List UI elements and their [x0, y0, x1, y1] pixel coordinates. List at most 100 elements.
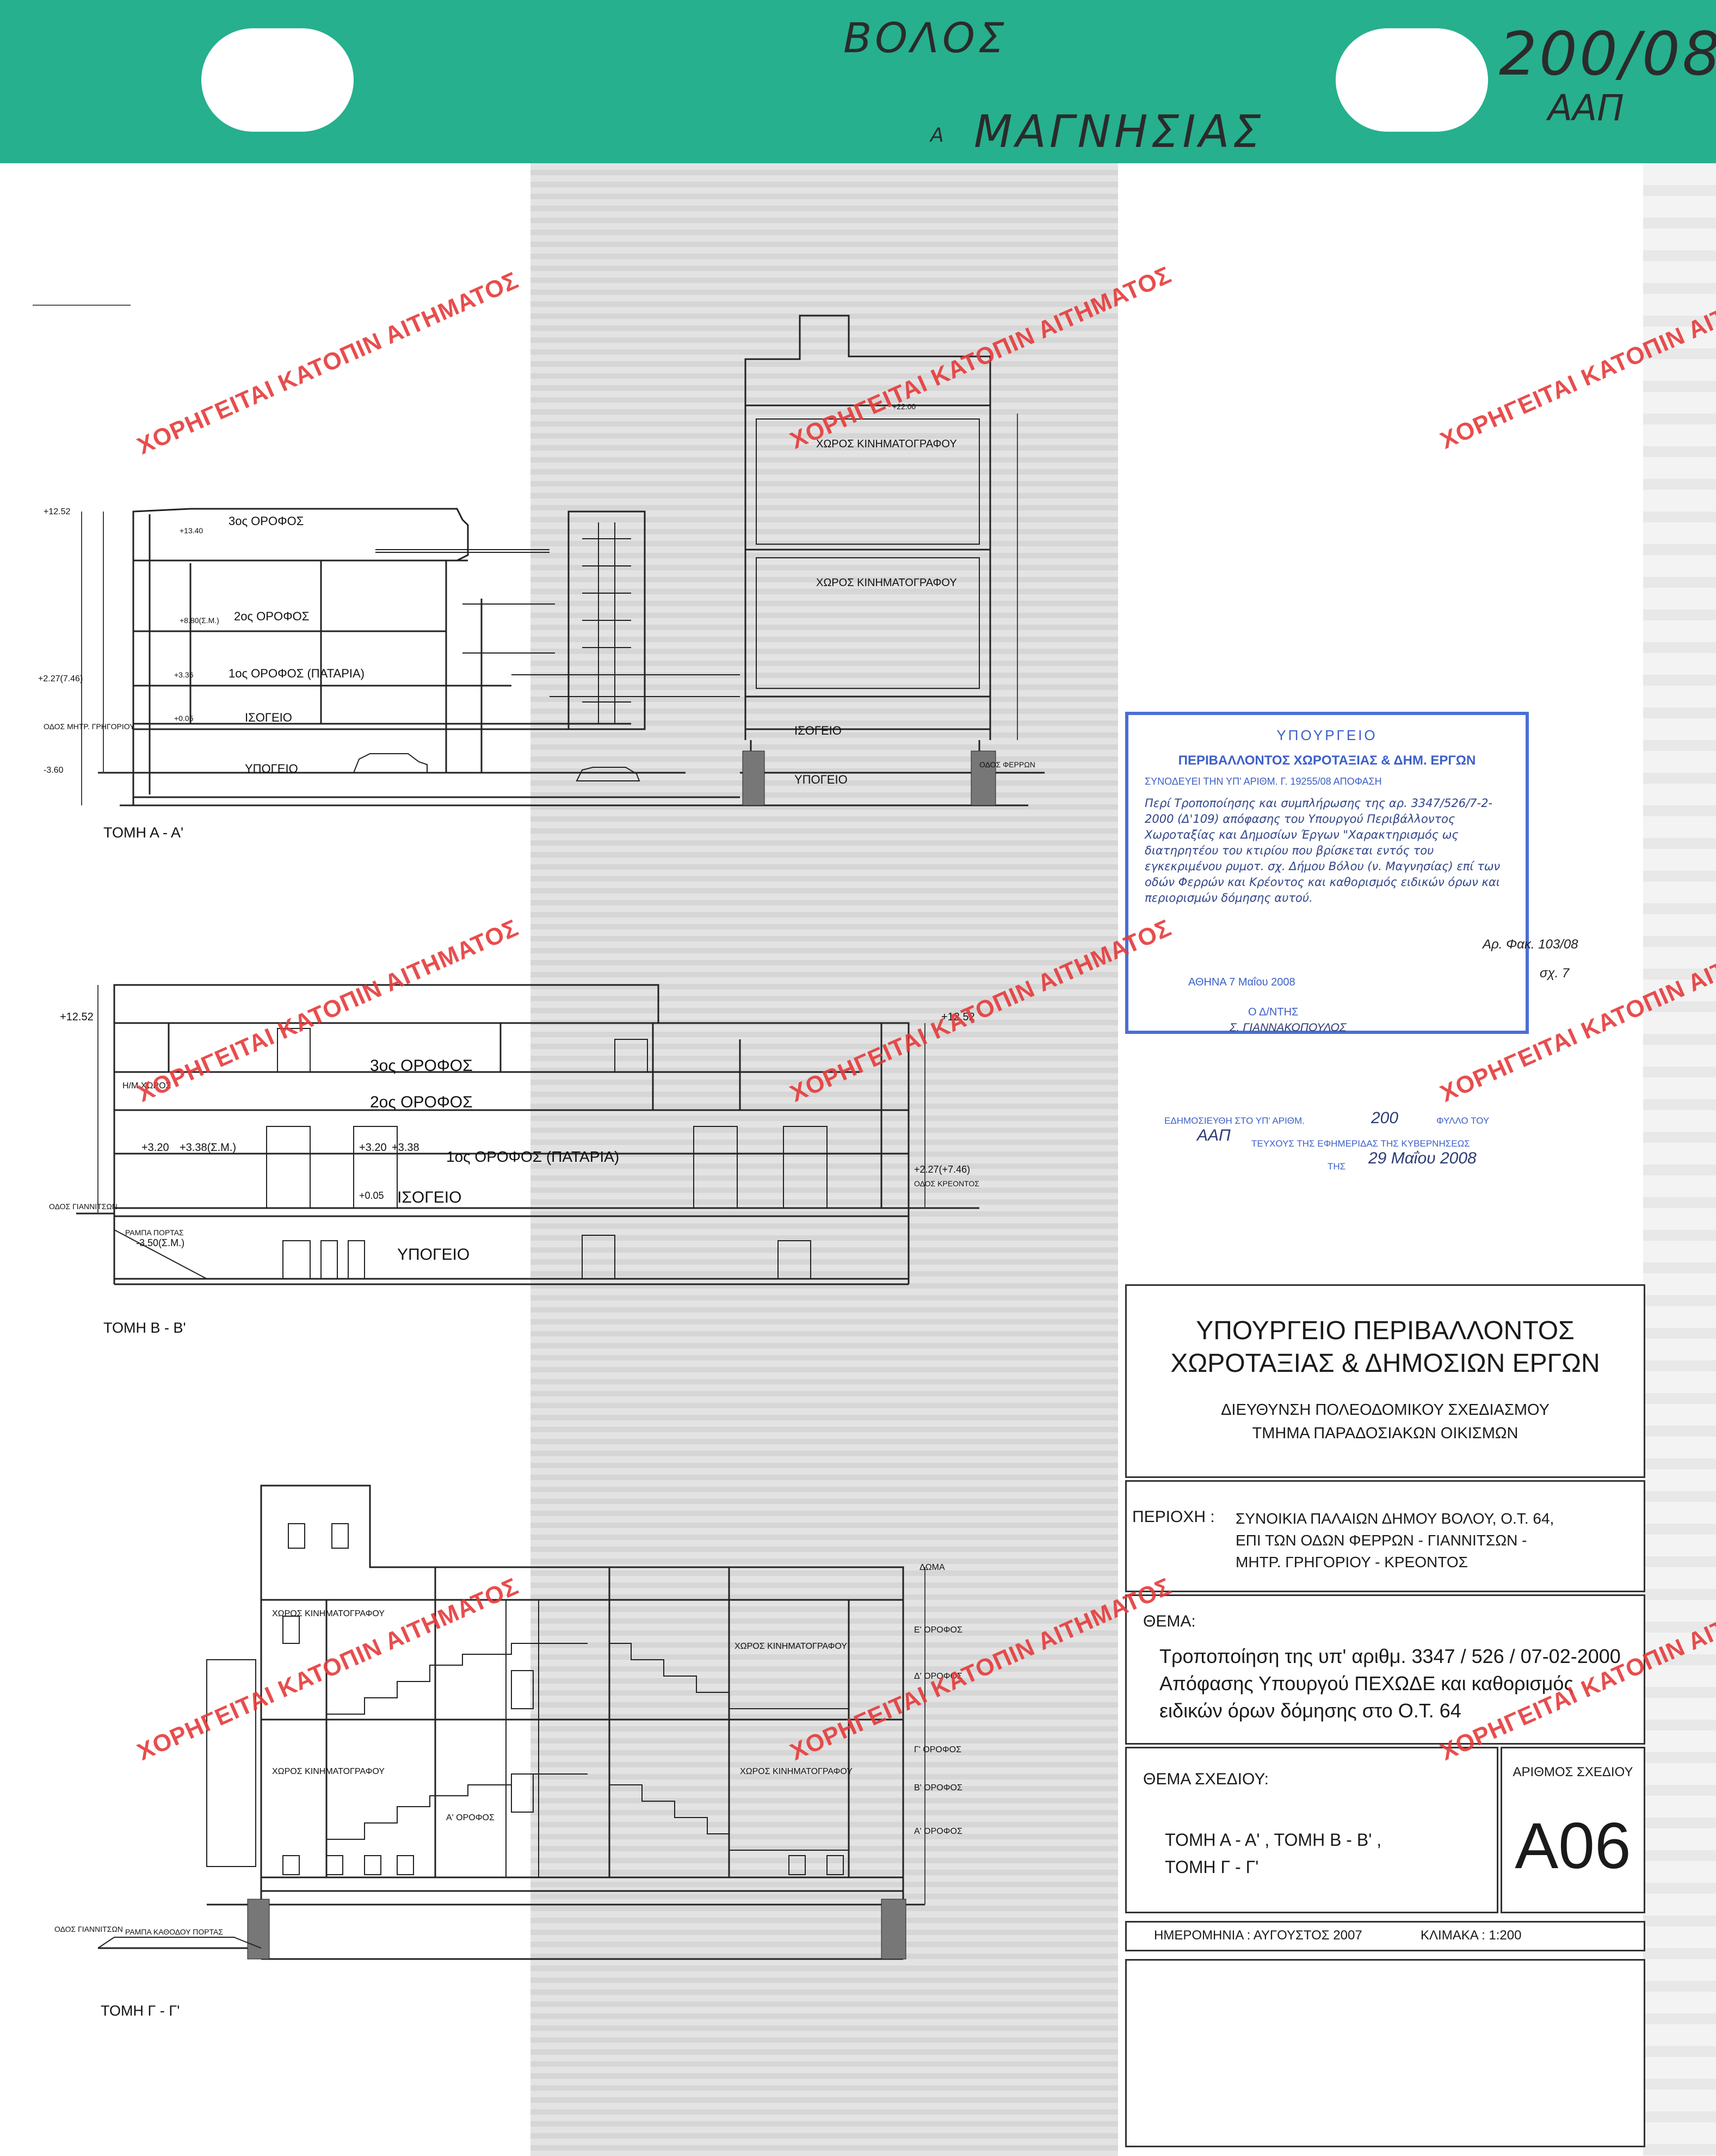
- handwritten-decision-number: 200/08: [1499, 19, 1716, 89]
- punch-hole-right: [1336, 28, 1488, 132]
- bb-ground-label: ΙΣΟΓΕΙΟ: [397, 1188, 461, 1206]
- drawing-scale: ΚΛΙΜΑΚΑ : 1:200: [1421, 1928, 1522, 1943]
- stamp-handwritten-text: Περί Τροποποίησης και συμπλήρωσης της αρ…: [1145, 797, 1501, 904]
- aa-level-5: +22.00: [892, 402, 916, 411]
- bb-level-320b: +3.20: [359, 1142, 387, 1154]
- title-block-blank: [1125, 1959, 1645, 2147]
- area-line2: ΕΠΙ ΤΩΝ ΟΔΩΝ ΦΕΡΡΩΝ - ΓΙΑΝΝΙΤΣΩΝ -: [1236, 1532, 1527, 1549]
- aa-ground-label: ΙΣΟΓΕΙΟ: [245, 711, 292, 724]
- gg-floor5-label: Ε' ΟΡΟΦΟΣ: [914, 1625, 962, 1635]
- bb-level-top-left: +12.52: [60, 1011, 94, 1023]
- gg-cinema-left-label: ΧΩΡΟΣ ΚΙΝΗΜΑΤΟΓΡΑΦΟΥ: [272, 1767, 385, 1776]
- title-block-ministry: ΥΠΟΥΡΓΕΙΟ ΠΕΡΙΒΑΛΛΟΝΤΟΣ ΧΩΡΟΤΑΞΙΑΣ & ΔΗΜ…: [1125, 1284, 1645, 1478]
- drawing-title-label: ΘΕΜΑ ΣΧΕΔΙΟΥ:: [1143, 1770, 1269, 1788]
- aa-level-base: -3.60: [44, 766, 64, 775]
- section-gg-drawing: ΔΩΜΑ Ε' ΟΡΟΦΟΣ Δ' ΟΡΟΦΟΣ Γ' ΟΡΟΦΟΣ Β' ΟΡ…: [54, 1484, 962, 1960]
- subject-line1: Τροποποίηση της υπ' αριθμ. 3347 / 526 / …: [1159, 1645, 1621, 1667]
- section-aa-title: ΤΟΜΗ Α - Α': [103, 824, 184, 841]
- subject-line3: ειδικών όρων δόμησης στο Ο.Τ. 64: [1159, 1699, 1461, 1722]
- gg-cinema-right-label: ΧΩΡΟΣ ΚΙΝΗΜΑΤΟΓΡΑΦΟΥ: [740, 1767, 853, 1776]
- handwritten-city: ΒΟΛΟΣ: [843, 14, 1008, 62]
- gg-cinema-tl-label: ΧΩΡΟΣ ΚΙΝΗΜΑΤΟΓΡΑΦΟΥ: [272, 1609, 385, 1618]
- aa-floor3-label: 3ος ΟΡΟΦΟΣ: [229, 514, 304, 528]
- aa-level-mid: +2.27(7.46): [38, 674, 83, 683]
- bb-floor2-label: 2ος ΟΡΟΦΟΣ: [370, 1093, 473, 1111]
- aa-basement-label: ΥΠΟΓΕΙΟ: [245, 762, 298, 775]
- gg-floor4-label: Δ' ΟΡΟΦΟΣ: [914, 1672, 962, 1681]
- drawing-number-label: ΑΡΙΘΜΟΣ ΣΧΕΔΙΟΥ: [1513, 1765, 1633, 1779]
- title-block-drawing-title: ΘΕΜΑ ΣΧΕΔΙΟΥ: ΤΟΜΗ Α - Α' , ΤΟΜΗ Β - Β' …: [1125, 1747, 1498, 1913]
- gazette-date: 29 Μαΐου 2008: [1368, 1149, 1477, 1167]
- stamp-ministry: ΥΠΟΥΡΓΕΙΟ: [1276, 727, 1378, 743]
- section-aa-drawing: 3ος ΟΡΟΦΟΣ 2ος ΟΡΟΦΟΣ 1ος ΟΡΟΦΟΣ (ΠΑΤΑΡΙ…: [33, 305, 1045, 806]
- gg-floor3-label: Γ' ΟΡΟΦΟΣ: [914, 1745, 961, 1754]
- gazette-line1: ΕΔΗΜΟΣΙΕΥΘΗ ΣΤΟ ΥΠ' ΑΡΙΘΜ.: [1164, 1116, 1305, 1126]
- title-block-date-scale: ΗΜΕΡΟΜΗΝΙΑ : ΑΥΓΟΥΣΤΟΣ 2007 ΚΛΙΜΑΚΑ : 1:…: [1125, 1921, 1645, 1951]
- title-block-area: ΠΕΡΙΟΧΗ : ΣΥΝΟΙΚΙΑ ΠΑΛΑΙΩΝ ΔΗΜΟΥ ΒΟΛΟΥ, …: [1125, 1480, 1645, 1592]
- bb-level-320: +3.20: [141, 1142, 169, 1154]
- area-line1: ΣΥΝΟΙΚΙΑ ΠΑΛΑΙΩΝ ΔΗΜΟΥ ΒΟΛΟΥ, Ο.Τ. 64,: [1236, 1510, 1554, 1527]
- aa-level-top: +12.52: [44, 507, 70, 516]
- area-label: ΠΕΡΙΟΧΗ :: [1132, 1508, 1215, 1526]
- gg-cinema-top-label: ΧΩΡΟΣ ΚΙΝΗΜΑΤΟΓΡΑΦΟΥ: [734, 1642, 847, 1651]
- directorate: ΔΙΕΥΘΥΝΣΗ ΠΟΛΕΟΔΟΜΙΚΟΥ ΣΧΕΔΙΑΣΜΟΥ: [1221, 1401, 1550, 1419]
- handwritten-prefecture-prefix: Α: [930, 124, 944, 146]
- aa-floor1-label: 1ος ΟΡΟΦΟΣ (ΠΑΤΑΡΙΑ): [229, 667, 365, 680]
- bb-level-top-right: +12.52: [941, 1011, 975, 1023]
- aa-level-3: +8.80(Σ.Μ.): [180, 616, 219, 625]
- stamp-date: ΑΘΗΝΑ 7 Μαΐου 2008: [1188, 976, 1295, 988]
- handwritten-gazette-issue: ΑΑΠ: [1548, 87, 1624, 129]
- punch-hole-left: [201, 28, 354, 132]
- bb-level-right: +2.27(+7.46): [914, 1164, 970, 1175]
- aa-floor2-label: 2ος ΟΡΟΦΟΣ: [234, 609, 309, 623]
- stamp-ministry-full: ΠΕΡΙΒΑΛΛΟΝΤΟΣ ΧΩΡΟΤΑΞΙΑΣ & ΔΗΜ. ΕΡΓΩΝ: [1178, 753, 1476, 768]
- handwritten-prefecture: ΜΑΓΝΗΣΙΑΣ: [974, 106, 1264, 158]
- ministry-line2: ΧΩΡΟΤΑΞΙΑΣ & ΔΗΜΟΣΙΩΝ ΕΡΓΩΝ: [1170, 1349, 1600, 1378]
- shaded-paper-strip: [530, 163, 1118, 2156]
- stamp-accompanies: ΣΥΝΟΔΕΥΕΙ ΤΗΝ ΥΠ' ΑΡΙΘΜ. Γ. 19255/08 ΑΠΟ…: [1145, 776, 1382, 787]
- aa-level-4: +13.40: [180, 526, 203, 535]
- bb-ramp-label: ΡΑΜΠΑ ΠΟΡΤΑΣ: [125, 1228, 184, 1237]
- gg-roof-label: ΔΩΜΑ: [919, 1563, 945, 1572]
- approval-stamp: ΥΠΟΥΡΓΕΙΟ ΠΕΡΙΒΑΛΛΟΝΤΟΣ ΧΩΡΟΤΑΞΙΑΣ & ΔΗΜ…: [1125, 712, 1529, 1034]
- gazette-line3: ΤΗΣ: [1328, 1161, 1346, 1172]
- bb-street-right-label: ΟΔΟΣ ΚΡΕΟΝΤΟΣ: [914, 1179, 979, 1188]
- gg-ramp-label: ΡΑΜΠΑ ΚΑΘΟΔΟΥ ΠΟΡΤΑΣ: [125, 1927, 223, 1936]
- area-line3: ΜΗΤΡ. ΓΡΗΓΟΡΙΟΥ - ΚΡΕΟΝΤΟΣ: [1236, 1554, 1468, 1570]
- drawing-title-line1: ΤΟΜΗ Α - Α' , ΤΟΜΗ Β - Β' ,: [1165, 1830, 1382, 1850]
- bb-empty-space-label: Η/Μ ΧΩΡΟΣ: [122, 1081, 171, 1091]
- bb-level-338sm: +3.38(Σ.Μ.): [180, 1142, 236, 1154]
- bb-level-base: -3.50(Σ.Μ.): [136, 1237, 184, 1248]
- subject-label: ΘΕΜΑ:: [1143, 1612, 1196, 1630]
- bb-level-338: +3.38: [392, 1142, 419, 1154]
- aa-ground2-label: ΙΣΟΓΕΙΟ: [794, 724, 842, 737]
- section-gg-title: ΤΟΜΗ Γ - Γ': [101, 2003, 180, 2019]
- drawing-date: ΗΜΕΡΟΜΗΝΙΑ : ΑΥΓΟΥΣΤΟΣ 2007: [1154, 1928, 1362, 1943]
- stamp-signer-name: Σ. ΓΙΑΝΝΑΚΟΠΟΥΛΟΣ: [1230, 1021, 1347, 1034]
- subject-line2: Απόφασης Υπουργού ΠΕΧΩΔΕ και καθορισμός: [1159, 1672, 1573, 1695]
- section-bb-title: ΤΟΜΗ Β - Β': [103, 1320, 186, 1336]
- stamp-signer-title: Ο Δ/ΝΤΗΣ: [1248, 1006, 1299, 1018]
- department: ΤΜΗΜΑ ΠΑΡΑΔΟΣΙΑΚΩΝ ΟΙΚΙΣΜΩΝ: [1252, 1425, 1519, 1442]
- drawing-number: A06: [1515, 1809, 1631, 1882]
- bb-basement-label: ΥΠΟΓΕΙΟ: [397, 1246, 470, 1264]
- gazette-line1-end: ΦΥΛΛΟ ΤΟΥ: [1436, 1116, 1490, 1126]
- gazette-issue: ΑΑΠ: [1197, 1126, 1231, 1144]
- aa-cinema2-label: ΧΩΡΟΣ ΚΙΝΗΜΑΤΟΓΡΑΦΟΥ: [816, 577, 957, 589]
- gazette-stamp: ΕΔΗΜΟΣΙΕΥΘΗ ΣΤΟ ΥΠ' ΑΡΙΘΜ. 200 ΦΥΛΛΟ ΤΟΥ…: [1164, 1109, 1513, 1175]
- aa-street-left-label: ΟΔΟΣ ΜΗΤΡ. ΓΡΗΓΟΡΙΟΥ: [44, 722, 135, 731]
- gg-street-left-label: ΟΔΟΣ ΓΙΑΝΝΙΤΣΩΝ: [54, 1925, 123, 1933]
- gg-floor2-label: Β' ΟΡΟΦΟΣ: [914, 1783, 962, 1792]
- bb-street-left-label: ΟΔΟΣ ΓΙΑΝΝΙΤΣΩΝ: [49, 1202, 118, 1211]
- gazette-line2: ΤΕΥΧΟΥΣ ΤΗΣ ΕΦΗΜΕΡΙΔΑΣ ΤΗΣ ΚΥΒΕΡΝΗΣΕΩΣ: [1251, 1138, 1470, 1149]
- section-bb-drawing: 3ος ΟΡΟΦΟΣ 2ος ΟΡΟΦΟΣ 1ος ΟΡΟΦΟΣ (ΠΑΤΑΡΙ…: [49, 984, 979, 1285]
- aa-level-1: +3.36: [174, 670, 194, 679]
- title-block-drawing-number: ΑΡΙΘΜΟΣ ΣΧΕΔΙΟΥ A06: [1501, 1747, 1645, 1913]
- title-block-subject: ΘΕΜΑ: Τροποποίηση της υπ' αριθμ. 3347 / …: [1125, 1594, 1645, 1745]
- right-edge-strip: [1643, 163, 1716, 2156]
- bb-level-005: +0.05: [359, 1190, 384, 1201]
- sheet-number: σχ. 7: [1540, 966, 1570, 981]
- bb-floor3-label: 3ος ΟΡΟΦΟΣ: [370, 1057, 473, 1075]
- gg-floor1b-label: Α' ΟΡΟΦΟΣ: [446, 1813, 495, 1822]
- drawing-title-line2: ΤΟΜΗ Γ - Γ': [1165, 1857, 1259, 1877]
